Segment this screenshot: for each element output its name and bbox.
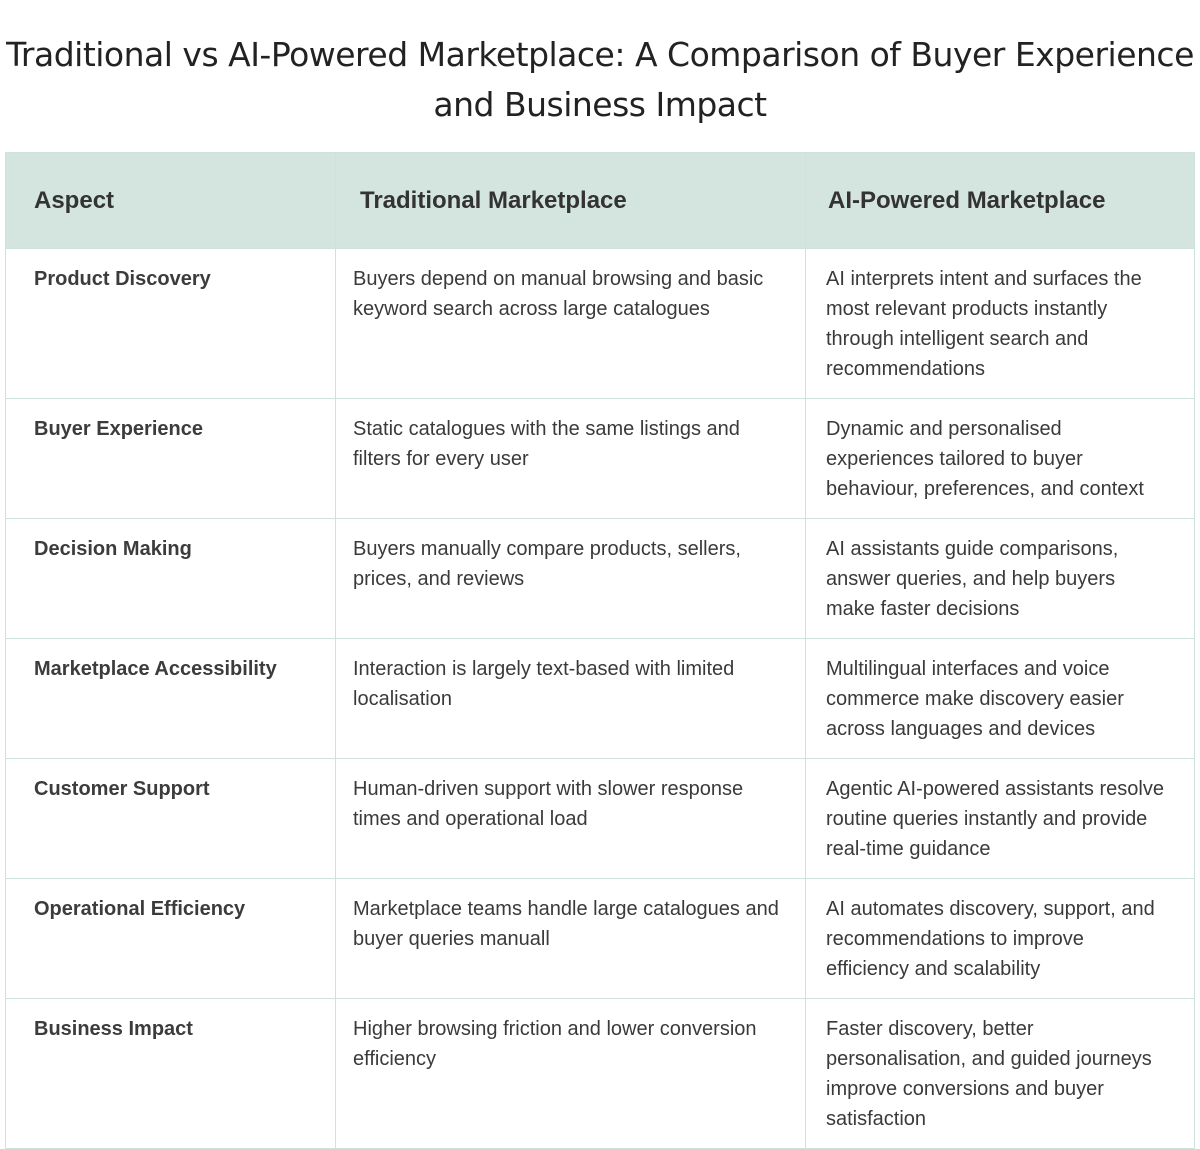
ai-cell: Agentic AI-powered assistants resolve ro… bbox=[805, 758, 1195, 879]
ai-cell: AI automates discovery, support, and rec… bbox=[805, 878, 1195, 999]
aspect-cell: Operational Efficiency bbox=[5, 878, 336, 999]
traditional-cell: Marketplace teams handle large catalogue… bbox=[335, 878, 806, 999]
aspect-cell: Product Discovery bbox=[5, 248, 336, 399]
traditional-cell: Interaction is largely text-based with l… bbox=[335, 638, 806, 759]
aspect-cell: Buyer Experience bbox=[5, 398, 336, 519]
column-header-ai: AI-Powered Marketplace bbox=[805, 152, 1195, 249]
table-header-row: Aspect Traditional Marketplace AI-Powere… bbox=[5, 152, 1195, 249]
ai-cell: Faster discovery, better personalisation… bbox=[805, 998, 1195, 1149]
ai-cell: AI interprets intent and surfaces the mo… bbox=[805, 248, 1195, 399]
ai-cell: Multilingual interfaces and voice commer… bbox=[805, 638, 1195, 759]
aspect-cell: Customer Support bbox=[5, 758, 336, 879]
traditional-cell: Higher browsing friction and lower conve… bbox=[335, 998, 806, 1149]
traditional-cell: Static catalogues with the same listings… bbox=[335, 398, 806, 519]
aspect-cell: Marketplace Accessibility bbox=[5, 638, 336, 759]
ai-cell: AI assistants guide comparisons, answer … bbox=[805, 518, 1195, 639]
traditional-cell: Buyers depend on manual browsing and bas… bbox=[335, 248, 806, 399]
aspect-cell: Business Impact bbox=[5, 998, 336, 1149]
page-title: Traditional vs AI-Powered Marketplace: A… bbox=[6, 35, 1194, 124]
traditional-cell: Buyers manually compare products, seller… bbox=[335, 518, 806, 639]
comparison-table: Aspect Traditional Marketplace AI-Powere… bbox=[5, 152, 1195, 1149]
column-header-aspect: Aspect bbox=[5, 152, 336, 249]
ai-cell: Dynamic and personalised experiences tai… bbox=[805, 398, 1195, 519]
column-header-traditional: Traditional Marketplace bbox=[335, 152, 806, 249]
aspect-cell: Decision Making bbox=[5, 518, 336, 639]
traditional-cell: Human-driven support with slower respons… bbox=[335, 758, 806, 879]
